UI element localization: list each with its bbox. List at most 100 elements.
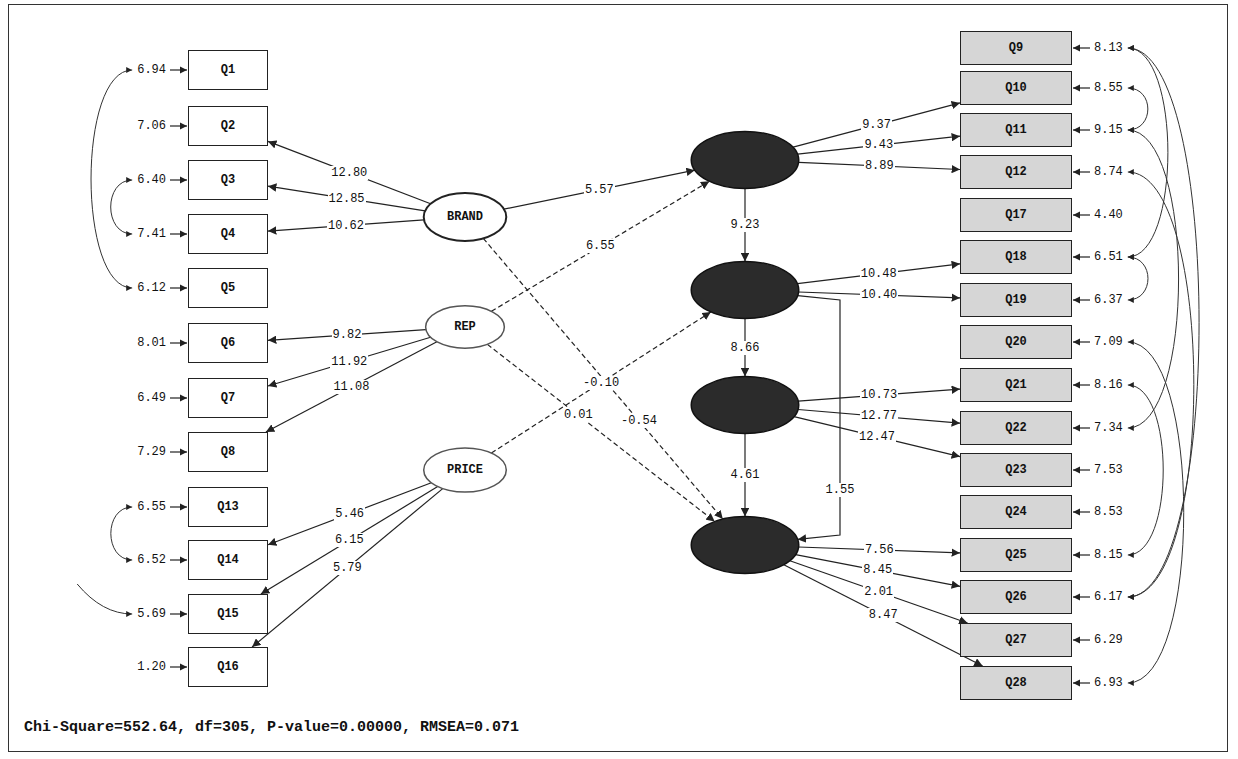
- t-value: 5.57: [584, 183, 615, 197]
- indicator-box: Q10: [960, 71, 1072, 105]
- indicator-box: Q15: [188, 594, 268, 634]
- node-label: Q2: [221, 119, 235, 133]
- node-label: Q28: [1005, 676, 1027, 690]
- ellipse-shape: [426, 306, 505, 348]
- t-value: 12.80: [330, 166, 368, 180]
- node-label: Q6: [221, 336, 235, 350]
- node-label: BRAND: [447, 210, 483, 224]
- path-arrow: [487, 344, 714, 521]
- t-value: 6.55: [585, 239, 616, 253]
- node-label: Q4: [221, 227, 235, 241]
- node-label: Q1: [221, 63, 235, 77]
- latent-ellipse-dark: [689, 259, 801, 321]
- indicator-box: Q21: [960, 368, 1072, 402]
- fit-statistics: Chi-Square=552.64, df=305, P-value=0.000…: [24, 719, 519, 736]
- t-value: 8.47: [868, 608, 899, 622]
- error-variance: 7.09: [1092, 335, 1125, 349]
- error-arrow: [1073, 427, 1090, 428]
- error-variance: 1.20: [135, 660, 168, 674]
- error-variance: 8.16: [1092, 378, 1125, 392]
- t-value: -0.10: [582, 376, 620, 390]
- t-value: 9.82: [332, 328, 363, 342]
- path-arrow: [266, 342, 437, 432]
- error-arrow: [170, 125, 187, 126]
- error-arrow: [170, 179, 187, 180]
- indicator-box: Q22: [960, 411, 1072, 445]
- node-label: Q24: [1005, 505, 1027, 519]
- error-arrow: [170, 666, 187, 667]
- t-value: 10.48: [860, 267, 898, 281]
- indicator-box: Q2: [188, 106, 268, 146]
- error-arrow: [1073, 299, 1090, 300]
- error-variance: 7.41: [135, 227, 168, 241]
- error-variance: 6.29: [1092, 633, 1125, 647]
- latent-ellipse: BRAND: [422, 191, 508, 243]
- error-variance: 6.49: [135, 391, 168, 405]
- latent-ellipse: REP: [424, 304, 506, 350]
- node-label: Q13: [217, 500, 239, 514]
- t-value: 11.92: [330, 355, 368, 369]
- node-label: Q11: [1005, 123, 1027, 137]
- node-label: REP: [454, 320, 476, 334]
- t-value: 5.46: [334, 507, 365, 521]
- error-variance: 8.74: [1092, 165, 1125, 179]
- error-variance: 7.53: [1092, 463, 1125, 477]
- error-arrow: [1073, 596, 1090, 597]
- indicator-box: Q5: [188, 268, 268, 308]
- node-label: Q15: [217, 607, 239, 621]
- error-arrow: [1073, 469, 1090, 470]
- node-label: Q9: [1009, 41, 1023, 55]
- node-label: Q20: [1005, 335, 1027, 349]
- covariance-curve: [91, 70, 132, 288]
- node-label: PRICE: [447, 463, 483, 477]
- error-variance: 7.34: [1092, 421, 1125, 435]
- node-label: Q3: [221, 173, 235, 187]
- error-arrow: [1073, 171, 1090, 172]
- error-arrow: [170, 233, 187, 234]
- error-variance: 9.15: [1092, 123, 1125, 137]
- error-variance: 8.13: [1092, 41, 1125, 55]
- error-variance: 6.12: [135, 281, 168, 295]
- error-variance: 6.55: [135, 500, 168, 514]
- error-arrow: [1073, 87, 1090, 88]
- t-value: 12.85: [328, 192, 366, 206]
- error-arrow: [1073, 554, 1090, 555]
- error-arrow: [170, 342, 187, 343]
- indicator-box: Q25: [960, 538, 1072, 572]
- path-arrow: [261, 487, 438, 594]
- ellipse-shape: [424, 193, 507, 241]
- error-arrow: [1073, 214, 1090, 215]
- error-arrow: [1073, 47, 1090, 48]
- covariance-curve: [1128, 172, 1194, 597]
- error-variance: 8.55: [1092, 81, 1125, 95]
- indicator-box: Q13: [188, 487, 268, 527]
- node-label: Q23: [1005, 463, 1027, 477]
- error-variance: 6.37: [1092, 293, 1125, 307]
- latent-ellipse: PRICE: [422, 446, 508, 494]
- node-label: Q26: [1005, 590, 1027, 604]
- node-label: Q21: [1005, 378, 1027, 392]
- error-variance: 8.53: [1092, 505, 1125, 519]
- t-value: 5.79: [332, 561, 363, 575]
- latent-ellipse-dark: [689, 129, 801, 191]
- node-label: Q19: [1005, 293, 1027, 307]
- node-label: Q14: [217, 553, 239, 567]
- path-arrow: [796, 555, 960, 587]
- covariance-curve: [111, 507, 132, 560]
- ellipse-outline: [689, 129, 801, 191]
- indicator-box: Q14: [188, 540, 268, 580]
- indicator-box: Q1: [188, 50, 268, 90]
- path-arrow: [798, 296, 840, 540]
- node-label: Q10: [1005, 81, 1027, 95]
- error-arrow: [170, 506, 187, 507]
- error-variance: 6.93: [1092, 676, 1125, 690]
- error-arrow: [1073, 256, 1090, 257]
- t-value: 10.73: [860, 388, 898, 402]
- covariance-curve: [1128, 385, 1163, 555]
- indicator-box: Q26: [960, 580, 1072, 614]
- t-value: 12.77: [860, 409, 898, 423]
- ellipse-shape: [424, 448, 507, 492]
- t-value: 6.15: [334, 533, 365, 547]
- path-arrow: [798, 136, 960, 154]
- covariance-curve: [1128, 130, 1179, 428]
